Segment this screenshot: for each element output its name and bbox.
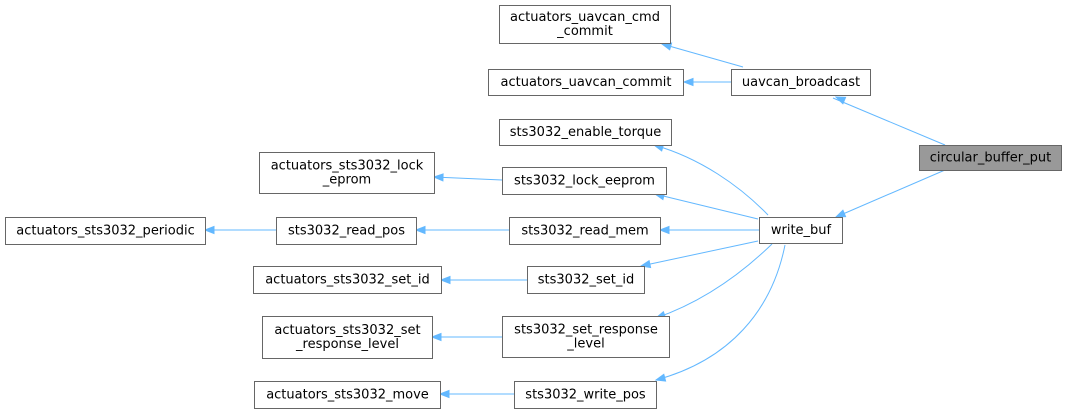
- node-label: _commit: [556, 24, 613, 39]
- node-box: [253, 266, 442, 294]
- node-sts3032_set_id[interactable]: sts3032_set_id: [527, 266, 645, 294]
- edge-circular_buffer_put-to-write_buf: [834, 169, 946, 218]
- node-label: circular_buffer_put: [930, 151, 1052, 166]
- arrowhead-icon: [430, 332, 442, 342]
- node-label: actuators_sts3032_periodic: [16, 224, 194, 239]
- edge-sts3032_set_response_level-to-actuators_sts3032_set_response_level: [430, 332, 502, 342]
- node-sts3032_lock_eeprom[interactable]: sts3032_lock_eeprom: [502, 167, 667, 195]
- node-box: [759, 217, 843, 244]
- node-box: [254, 381, 441, 409]
- edge-write_buf-to-sts3032_enable_torque: [652, 143, 769, 216]
- edge-write_buf-to-sts3032_set_response_level: [654, 243, 773, 319]
- node-actuators_sts3032_move[interactable]: actuators_sts3032_move: [254, 381, 441, 409]
- arrowhead-icon: [438, 389, 450, 399]
- node-label: actuators_sts3032_move: [266, 388, 429, 403]
- edges-layer: [203, 42, 946, 399]
- edge-line: [661, 43, 744, 68]
- arrowhead-icon: [432, 173, 444, 182]
- arrowhead-icon: [658, 225, 670, 235]
- node-box: [527, 266, 645, 294]
- edge-line: [653, 144, 769, 216]
- node-sts3032_set_response_level[interactable]: sts3032_set_response_level: [502, 316, 670, 358]
- edge-line: [655, 243, 773, 319]
- node-uavcan_broadcast[interactable]: uavcan_broadcast: [731, 69, 871, 96]
- arrowhead-icon: [439, 275, 451, 285]
- edge-uavcan_broadcast-to-actuators_uavcan_commit: [682, 77, 731, 87]
- edge-write_buf-to-sts3032_read_mem: [658, 225, 759, 235]
- node-box: [731, 69, 871, 96]
- edge-write_buf-to-sts3032_set_id: [639, 240, 759, 269]
- node-sts3032_enable_torque[interactable]: sts3032_enable_torque: [499, 119, 672, 146]
- edge-write_buf-to-sts3032_lock_eeprom: [653, 192, 759, 220]
- edge-write_buf-to-sts3032_write_pos: [654, 244, 786, 382]
- node-label: _level: [566, 337, 604, 352]
- node-box: [499, 5, 671, 44]
- arrowhead-icon: [639, 259, 652, 269]
- arrowhead-icon: [414, 225, 426, 235]
- node-sts3032_read_pos[interactable]: sts3032_read_pos: [276, 217, 417, 245]
- node-box: [514, 381, 657, 409]
- node-sts3032_read_mem[interactable]: sts3032_read_mem: [509, 217, 661, 245]
- arrowhead-icon: [834, 209, 847, 218]
- node-actuators_sts3032_set_response_level[interactable]: actuators_sts3032_set_response_level: [262, 316, 433, 359]
- node-label: uavcan_broadcast: [742, 75, 860, 90]
- node-box: [488, 69, 684, 96]
- node-label: write_buf: [771, 223, 832, 238]
- node-write_buf[interactable]: write_buf: [759, 217, 843, 244]
- node-box: [919, 145, 1062, 171]
- edge-line: [655, 244, 786, 381]
- edge-uavcan_broadcast-to-actuators_uavcan_cmd_commit: [660, 42, 744, 68]
- node-actuators_sts3032_lock_eprom[interactable]: actuators_sts3032_lock_eprom: [259, 152, 435, 194]
- edge-sts3032_set_id-to-actuators_sts3032_set_id: [439, 275, 527, 285]
- node-box: [509, 217, 661, 245]
- edge-line: [433, 176, 503, 181]
- node-actuators_uavcan_commit[interactable]: actuators_uavcan_commit: [488, 69, 684, 96]
- arrowhead-icon: [654, 373, 667, 382]
- edge-sts3032_read_pos-to-actuators_sts3032_periodic: [203, 225, 276, 235]
- arrowhead-icon: [682, 77, 694, 87]
- node-actuators_sts3032_periodic[interactable]: actuators_sts3032_periodic: [5, 217, 206, 245]
- edge-sts3032_write_pos-to-actuators_sts3032_move: [438, 389, 514, 399]
- node-box: [276, 217, 417, 245]
- node-label: sts3032_set_response: [514, 323, 658, 338]
- node-sts3032_write_pos[interactable]: sts3032_write_pos: [514, 381, 657, 409]
- edge-line: [832, 97, 946, 146]
- node-label: _eprom: [322, 173, 371, 188]
- node-circular_buffer_put[interactable]: circular_buffer_put: [919, 145, 1062, 171]
- edge-line: [640, 240, 759, 267]
- node-label: sts3032_write_pos: [525, 388, 646, 403]
- arrowhead-icon: [203, 225, 215, 235]
- edge-sts3032_read_mem-to-sts3032_read_pos: [414, 225, 509, 235]
- edge-circular_buffer_put-to-uavcan_broadcast: [832, 96, 946, 146]
- node-label: actuators_uavcan_commit: [501, 75, 672, 90]
- node-label: sts3032_read_pos: [288, 224, 405, 239]
- node-label: actuators_uavcan_cmd: [510, 10, 660, 25]
- edge-line: [835, 169, 946, 218]
- node-label: sts3032_set_id: [538, 273, 634, 288]
- node-box: [5, 217, 206, 245]
- edge-line: [654, 193, 759, 220]
- node-label: sts3032_lock_eeprom: [514, 174, 655, 189]
- node-actuators_uavcan_cmd_commit[interactable]: actuators_uavcan_cmd_commit: [499, 5, 671, 44]
- node-box: [499, 119, 672, 146]
- node-label: actuators_sts3032_set_id: [265, 273, 430, 288]
- node-actuators_sts3032_set_id[interactable]: actuators_sts3032_set_id: [253, 266, 442, 294]
- node-box: [262, 316, 433, 359]
- node-label: _response_level: [295, 337, 399, 352]
- edge-sts3032_lock_eeprom-to-actuators_sts3032_lock_eprom: [432, 173, 503, 182]
- node-box: [502, 316, 670, 358]
- arrowhead-icon: [834, 96, 847, 105]
- nodes-layer: circular_buffer_put uavcan_broadcastwrite…: [5, 5, 1062, 409]
- node-label: sts3032_enable_torque: [510, 125, 661, 140]
- node-box: [259, 152, 435, 194]
- node-label: sts3032_read_mem: [521, 224, 648, 239]
- node-label: actuators_sts3032_set: [274, 323, 420, 338]
- arrowhead-icon: [660, 42, 673, 51]
- node-box: [502, 167, 667, 195]
- node-label: actuators_sts3032_lock: [271, 159, 424, 174]
